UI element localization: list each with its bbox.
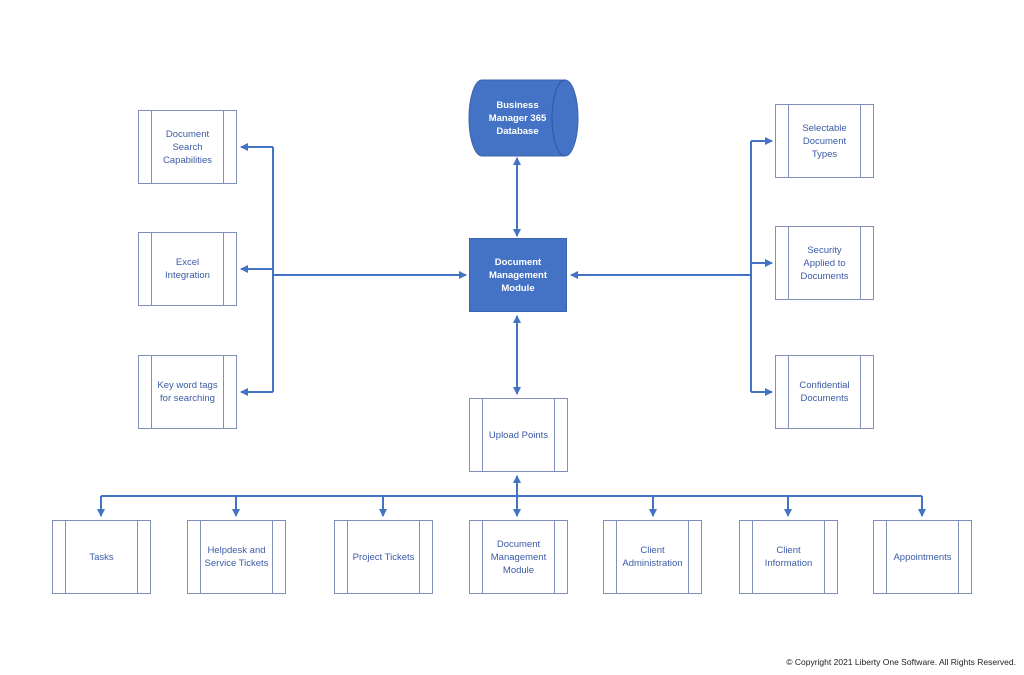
upload-points-label: Upload Points [488,429,549,441]
excel-integration-label: Excel Integration [165,257,210,281]
keyword-tags-label: Key word tags for searching [157,380,218,404]
document-module-label: Document Management Module [490,538,547,576]
client-information-label: Client Information [764,545,813,569]
client-administration-label: Client Administration [622,545,683,569]
client-administration-box: Client Administration [603,520,702,594]
database-label-area: Business Manager 365 Database [470,80,565,156]
database-label: Business Manager 365 Database [488,99,547,137]
document-management-module-main: Document Management Module [469,238,567,312]
document-search-label: Document Search Capabilities [162,128,213,166]
keyword-tags-box: Key word tags for searching [138,355,237,429]
security-label: Security Applied to Documents [800,244,849,282]
tasks-box: Tasks [52,520,151,594]
security-box: Security Applied to Documents [775,226,874,300]
project-tickets-label: Project Tickets [352,551,415,563]
center-label: Document Management Module [488,256,548,294]
confidential-documents-box: Confidential Documents [775,355,874,429]
project-tickets-box: Project Tickets [334,520,433,594]
appointments-label: Appointments [893,551,952,563]
document-search-box: Document Search Capabilities [138,110,237,184]
copyright-notice: © Copyright 2021 Liberty One Software. A… [786,657,1016,667]
database-shape [468,79,579,157]
appointments-box: Appointments [873,520,972,594]
selectable-document-types-box: Selectable Document Types [775,104,874,178]
document-module-box: Document Management Module [469,520,568,594]
selectable-document-types-label: Selectable Document Types [802,122,847,160]
excel-integration-box: Excel Integration [138,232,237,306]
confidential-documents-label: Confidential Documents [799,380,850,404]
helpdesk-label: Helpdesk and Service Tickets [204,545,269,569]
helpdesk-box: Helpdesk and Service Tickets [187,520,286,594]
upload-points-box: Upload Points [469,398,568,472]
client-information-box: Client Information [739,520,838,594]
tasks-label: Tasks [89,551,114,563]
